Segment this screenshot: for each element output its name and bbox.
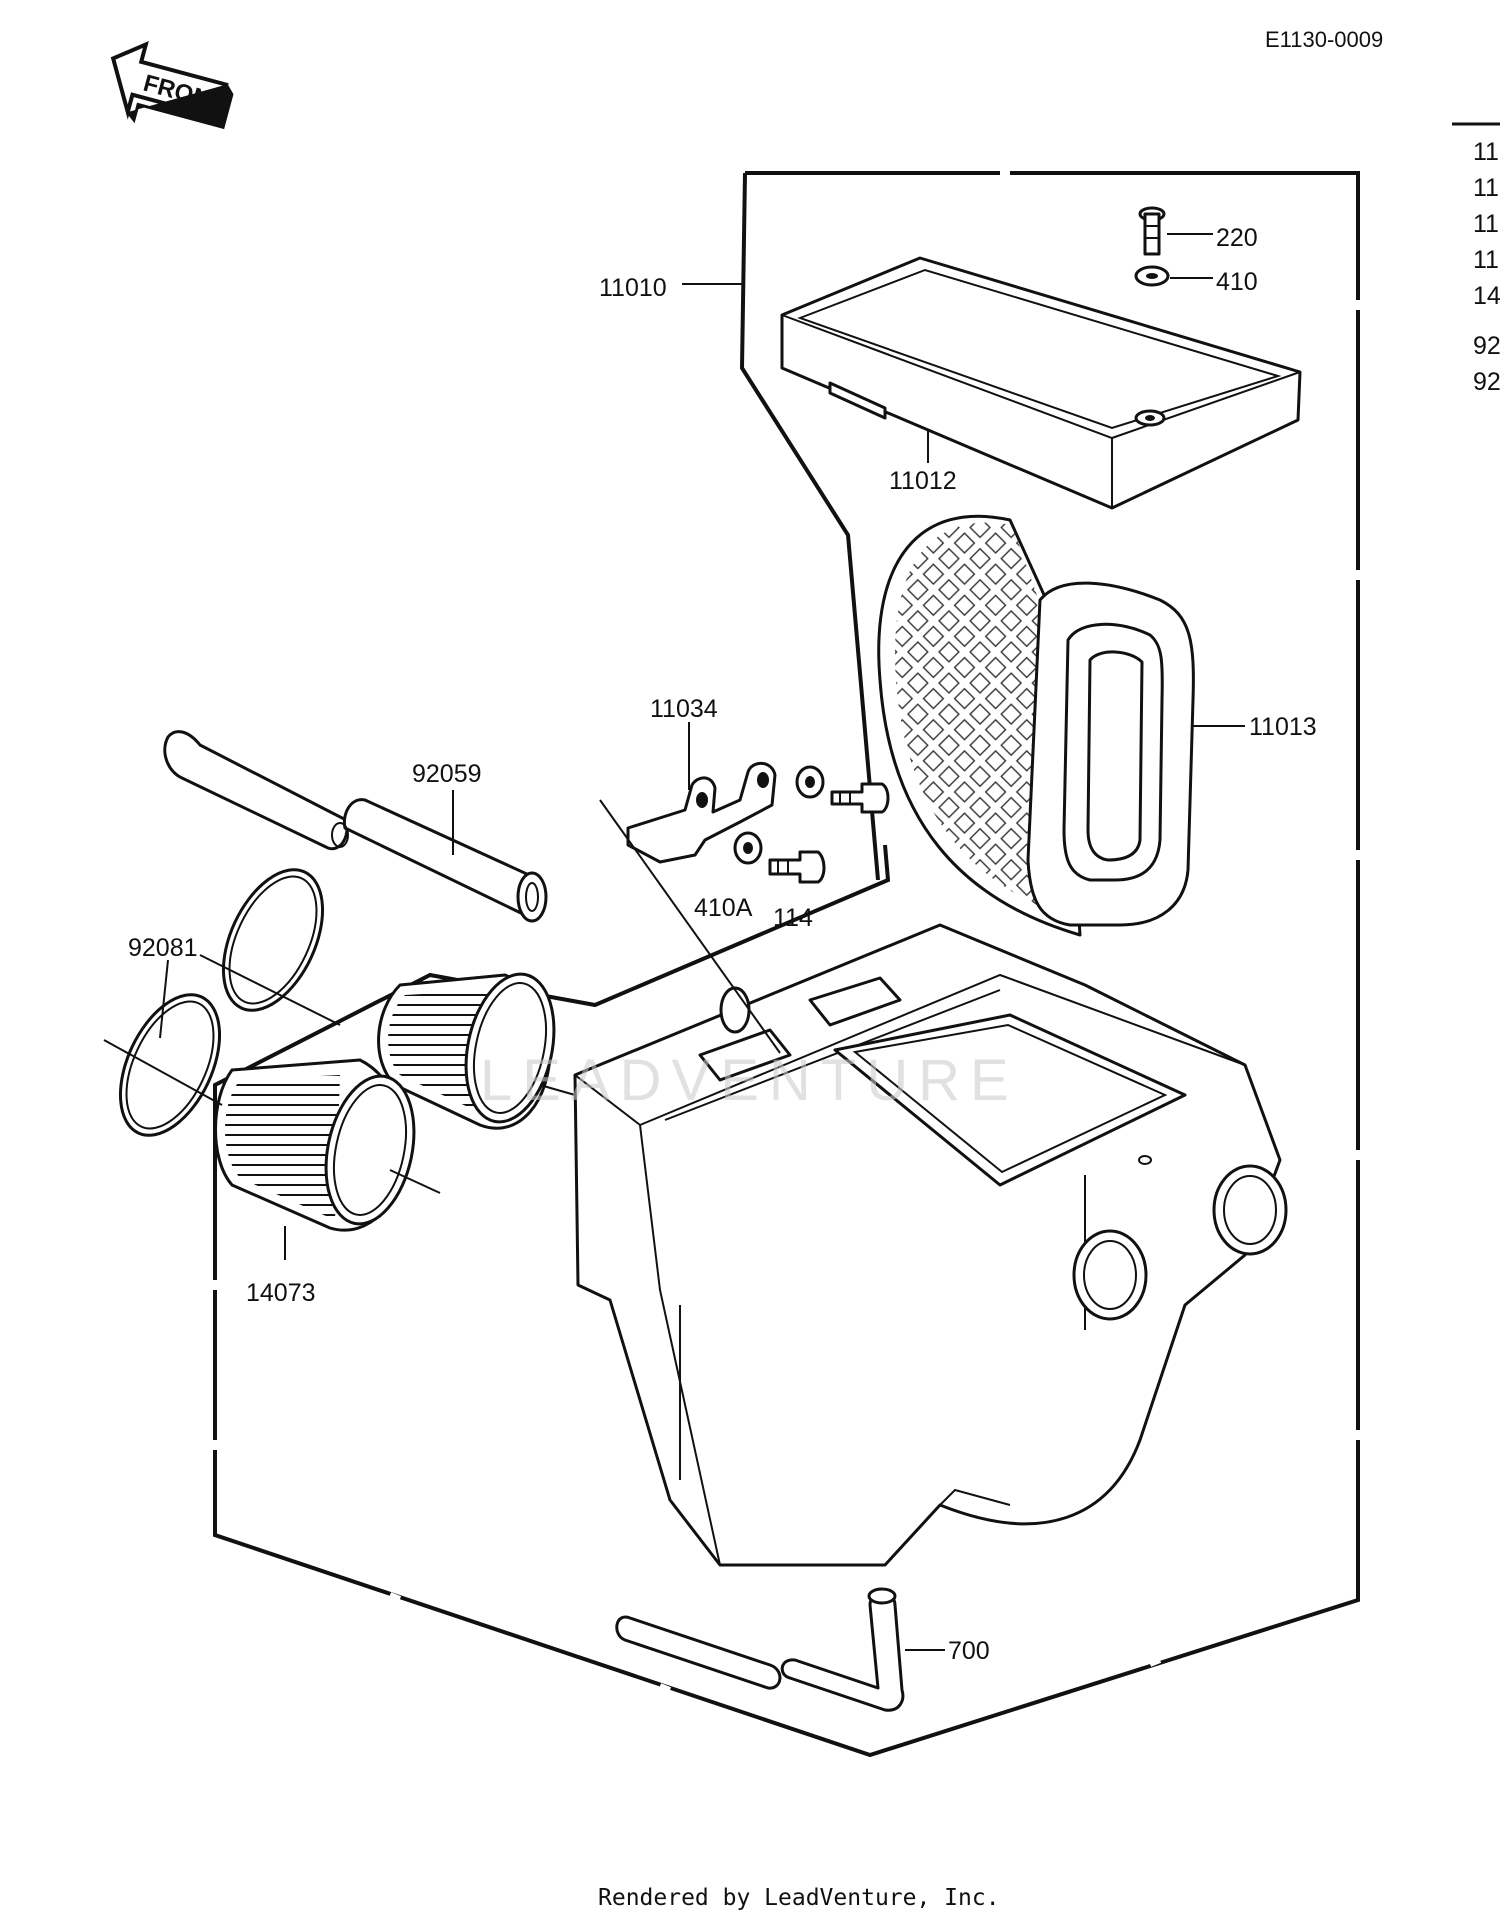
callout-114: 114: [773, 904, 813, 932]
callout-410a: 410A: [694, 894, 753, 922]
washer-410a-upper: [795, 765, 825, 799]
callout-11012: 11012: [889, 467, 957, 495]
screw-220: [1138, 206, 1166, 256]
washer-410a-lower: [733, 831, 763, 865]
tube-92059: [163, 730, 548, 923]
air-cleaner-housing: [573, 923, 1288, 1567]
footer-credit: Rendered by LeadVenture, Inc.: [598, 1885, 1000, 1911]
list-item: 11: [1473, 210, 1499, 238]
drain-hose-700: [615, 1587, 905, 1712]
bracket-11034: [626, 761, 777, 864]
o-ring-92081-lower: [118, 993, 222, 1137]
callout-11010: 11010: [599, 274, 667, 302]
intake-duct-14073-upper: [377, 972, 556, 1130]
leader-lines: [103, 233, 1245, 1651]
list-item: 92: [1473, 332, 1500, 360]
air-cleaner-cover: [780, 256, 1302, 510]
callout-11034: 11034: [650, 695, 718, 723]
callout-14073: 14073: [246, 1279, 316, 1307]
assembly-boundary: [213, 171, 1360, 1758]
front-arrow-icon: FRONT: [110, 40, 234, 130]
list-item: 11: [1473, 138, 1499, 166]
o-ring-92081-upper: [221, 868, 325, 1012]
list-item: 11: [1473, 174, 1499, 202]
list-item: 11: [1473, 246, 1499, 274]
air-filter-element: [877, 514, 1195, 937]
list-item: 92: [1473, 368, 1500, 396]
callout-220: 220: [1216, 224, 1258, 252]
intake-duct-14073-lower: [214, 1058, 416, 1232]
callout-700: 700: [948, 1637, 990, 1665]
diagram-code: E1130-0009: [1265, 27, 1383, 52]
callout-11013: 11013: [1249, 713, 1317, 741]
boundary-dash-gaps: [212, 170, 1361, 1693]
bolt-114-lower: [768, 850, 826, 884]
callout-92081: 92081: [128, 934, 198, 962]
bolt-114-upper: [830, 782, 890, 814]
parts-list-fragment: 11 11 11 11 14 92 92: [1473, 138, 1500, 396]
washer-410: [1134, 265, 1170, 287]
list-item: 14: [1473, 282, 1500, 310]
watermark: LEADVENTURE: [480, 1048, 1019, 1113]
callout-410: 410: [1216, 268, 1258, 296]
callout-92059: 92059: [412, 760, 482, 788]
